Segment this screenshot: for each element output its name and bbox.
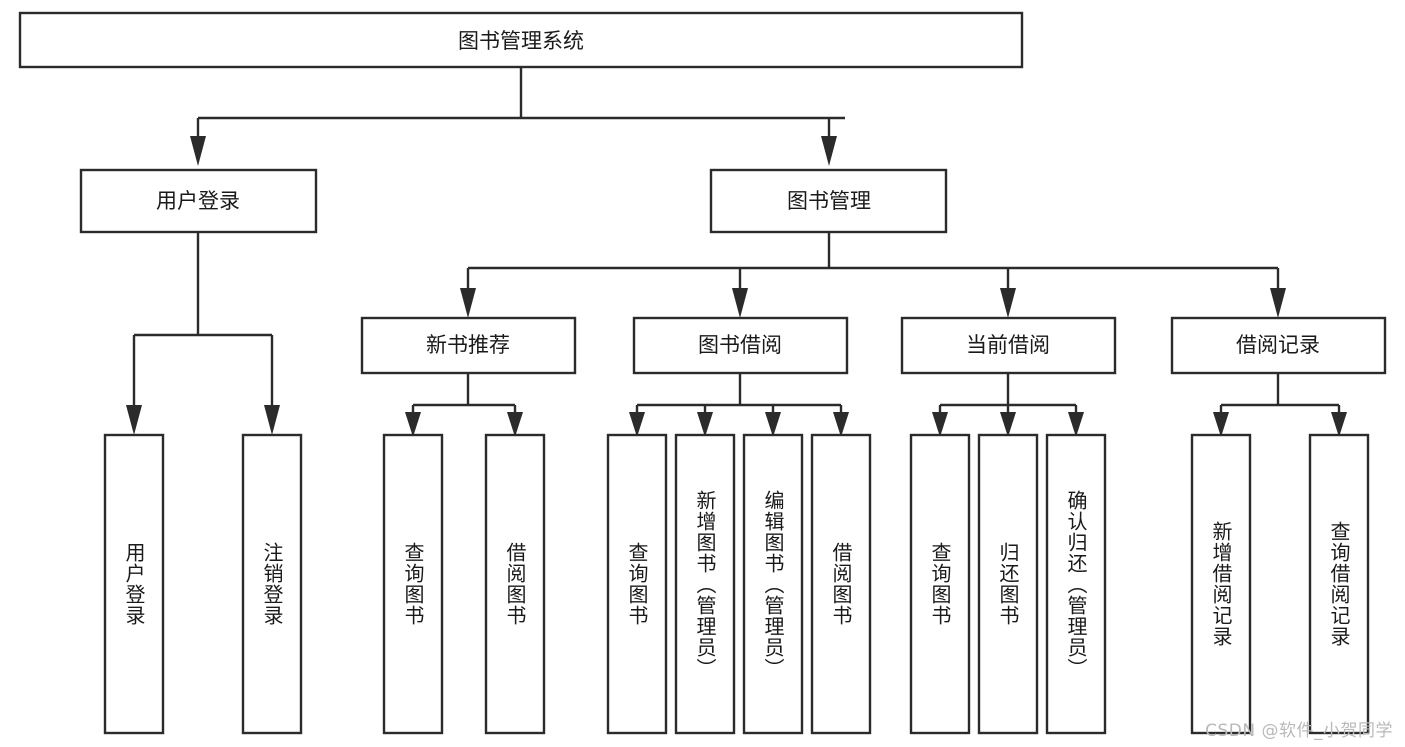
arrow-head-icon	[697, 412, 713, 437]
connector-book-management-to-level3	[460, 232, 1286, 318]
node-borrow-record-label: 借阅记录	[1236, 333, 1320, 357]
connector-book-borrow-to-leaves	[629, 373, 849, 437]
node-user-login[interactable]: 用户登录	[79, 168, 318, 234]
arrow-head-icon	[405, 412, 421, 437]
leaf-book-borrow-2-box[interactable]	[742, 433, 804, 735]
watermark: CSDN @软件_小贺同学	[1205, 721, 1393, 741]
node-book-borrow[interactable]: 图书借阅	[632, 316, 849, 375]
arrow-head-icon	[460, 288, 476, 318]
arrow-head-icon	[1213, 412, 1229, 437]
arrow-head-icon	[1331, 412, 1347, 437]
node-root-box	[18, 11, 1024, 69]
leaf-book-borrow-1-box[interactable]	[674, 433, 736, 735]
node-current-borrow[interactable]: 当前借阅	[900, 316, 1117, 375]
arrow-head-icon	[833, 412, 849, 437]
arrow-head-icon	[821, 136, 837, 166]
leaf-current-borrow-2-box[interactable]	[1045, 433, 1107, 735]
leaf-borrow-record-1-box[interactable]	[1308, 433, 1370, 735]
leaf-current-borrow-1-box[interactable]	[977, 433, 1039, 735]
node-user-login-box	[79, 168, 318, 234]
connector-new-book-recommend-to-leaves	[405, 373, 523, 437]
connector-root-to-level2	[190, 67, 845, 166]
arrow-head-icon	[190, 136, 206, 166]
connector-current-borrow-to-leaves	[932, 373, 1084, 437]
node-new-book-recommend-label: 新书推荐	[426, 333, 510, 357]
leaf-current-borrow-0-box[interactable]	[909, 433, 971, 735]
node-new-book-recommend[interactable]: 新书推荐	[360, 316, 577, 375]
node-current-borrow-box	[900, 316, 1117, 375]
node-root[interactable]: 图书管理系统	[18, 11, 1024, 69]
arrow-head-icon	[1068, 412, 1084, 437]
connector-borrow-record-to-leaves	[1213, 373, 1347, 437]
node-new-book-recommend-box	[360, 316, 577, 375]
arrow-head-icon	[1270, 288, 1286, 318]
arrow-head-icon	[264, 405, 280, 435]
node-book-borrow-label: 图书借阅	[698, 333, 782, 357]
leaf-new-book-0-box[interactable]	[382, 433, 444, 735]
arrow-head-icon	[629, 412, 645, 437]
node-book-management[interactable]: 图书管理	[709, 168, 948, 234]
arrow-head-icon	[932, 412, 948, 437]
arrow-head-icon	[765, 412, 781, 437]
arrow-head-icon	[507, 412, 523, 437]
leaf-user-login-1-box[interactable]	[241, 433, 303, 735]
leaf-book-borrow-3-box[interactable]	[810, 433, 872, 735]
leaf-new-book-1-box[interactable]	[484, 433, 546, 735]
arrow-head-icon	[1000, 412, 1016, 437]
arrow-head-icon	[732, 288, 748, 318]
node-borrow-record[interactable]: 借阅记录	[1170, 316, 1387, 375]
node-current-borrow-label: 当前借阅	[966, 333, 1050, 357]
arrow-head-icon	[126, 405, 142, 435]
leaf-user-login-0-box[interactable]	[103, 433, 165, 735]
node-root-label: 图书管理系统	[458, 29, 584, 53]
node-book-management-label: 图书管理	[787, 189, 871, 213]
connector-user-login-to-leaves	[126, 232, 280, 435]
leaf-borrow-record-0-box[interactable]	[1190, 433, 1252, 735]
node-user-login-label: 用户登录	[156, 189, 240, 213]
arrow-head-icon	[1000, 288, 1016, 318]
leaf-book-borrow-0-box[interactable]	[606, 433, 668, 735]
